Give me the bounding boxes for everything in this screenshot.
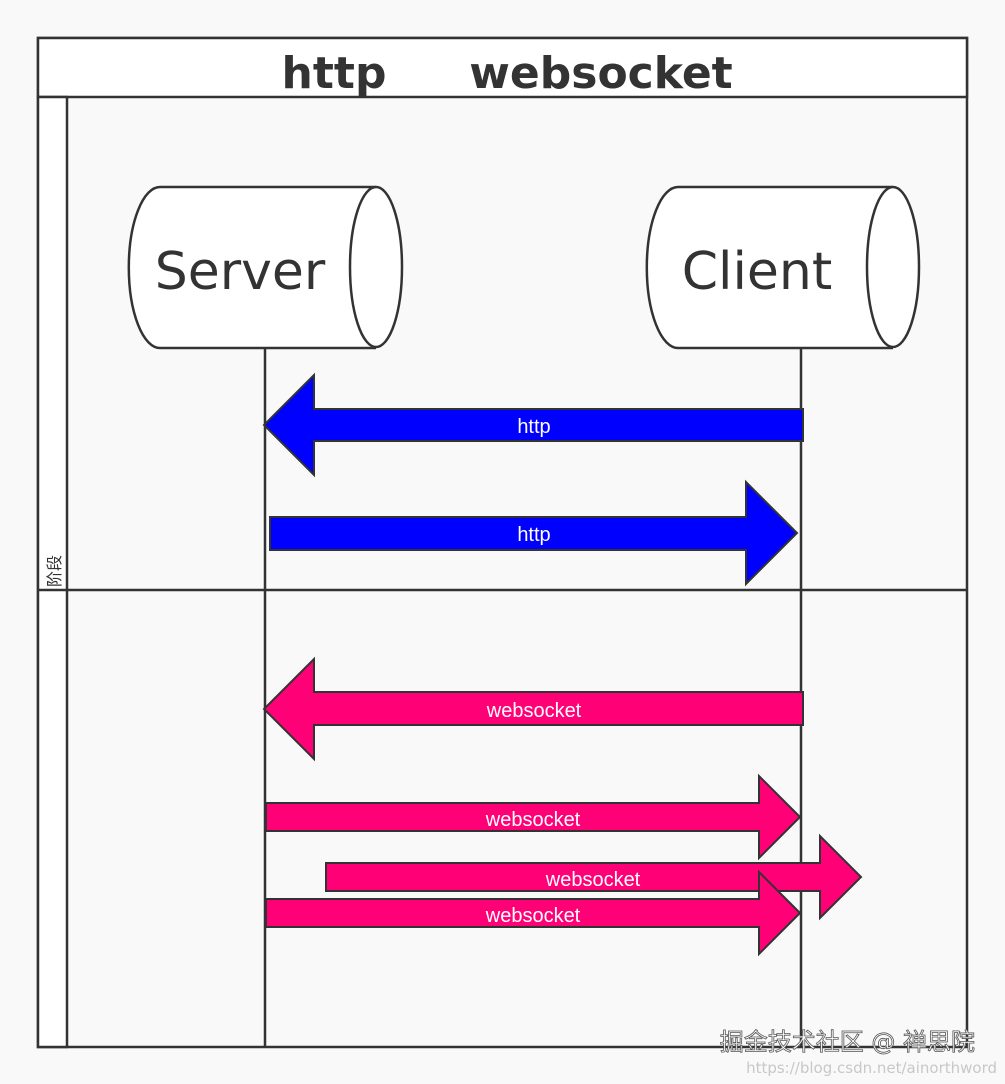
arrow-http-request: http	[262, 372, 804, 478]
arrow-label: http	[517, 524, 550, 546]
lane-header-column	[36, 95, 69, 1049]
arrow-label: websocket	[485, 905, 581, 927]
title-band	[36, 36, 969, 99]
client-node: Client	[645, 185, 921, 350]
arrow-websocket-push-2: websocket	[325, 833, 863, 921]
arrow-label: websocket	[486, 700, 582, 722]
watermark-url: https://blog.csdn.net/ainorthword	[746, 1059, 997, 1077]
client-label: Client	[682, 242, 833, 302]
arrow-http-response: http	[269, 479, 799, 587]
arrow-websocket-upgrade: websocket	[262, 656, 804, 762]
arrow-label: websocket	[485, 809, 581, 831]
watermark-text: 掘金技术社区 @ 禅思院	[720, 1028, 975, 1056]
arrow-websocket-push-3: websocket	[265, 869, 802, 957]
arrow-label: http	[517, 416, 550, 438]
title-http: http	[282, 48, 387, 99]
title-websocket: websocket	[469, 48, 732, 99]
lane-label: 阶段	[45, 555, 64, 587]
arrow-label: websocket	[545, 869, 641, 891]
arrow-websocket-push-1: websocket	[265, 773, 802, 861]
server-node: Server	[127, 185, 404, 350]
server-label: Server	[155, 242, 326, 302]
